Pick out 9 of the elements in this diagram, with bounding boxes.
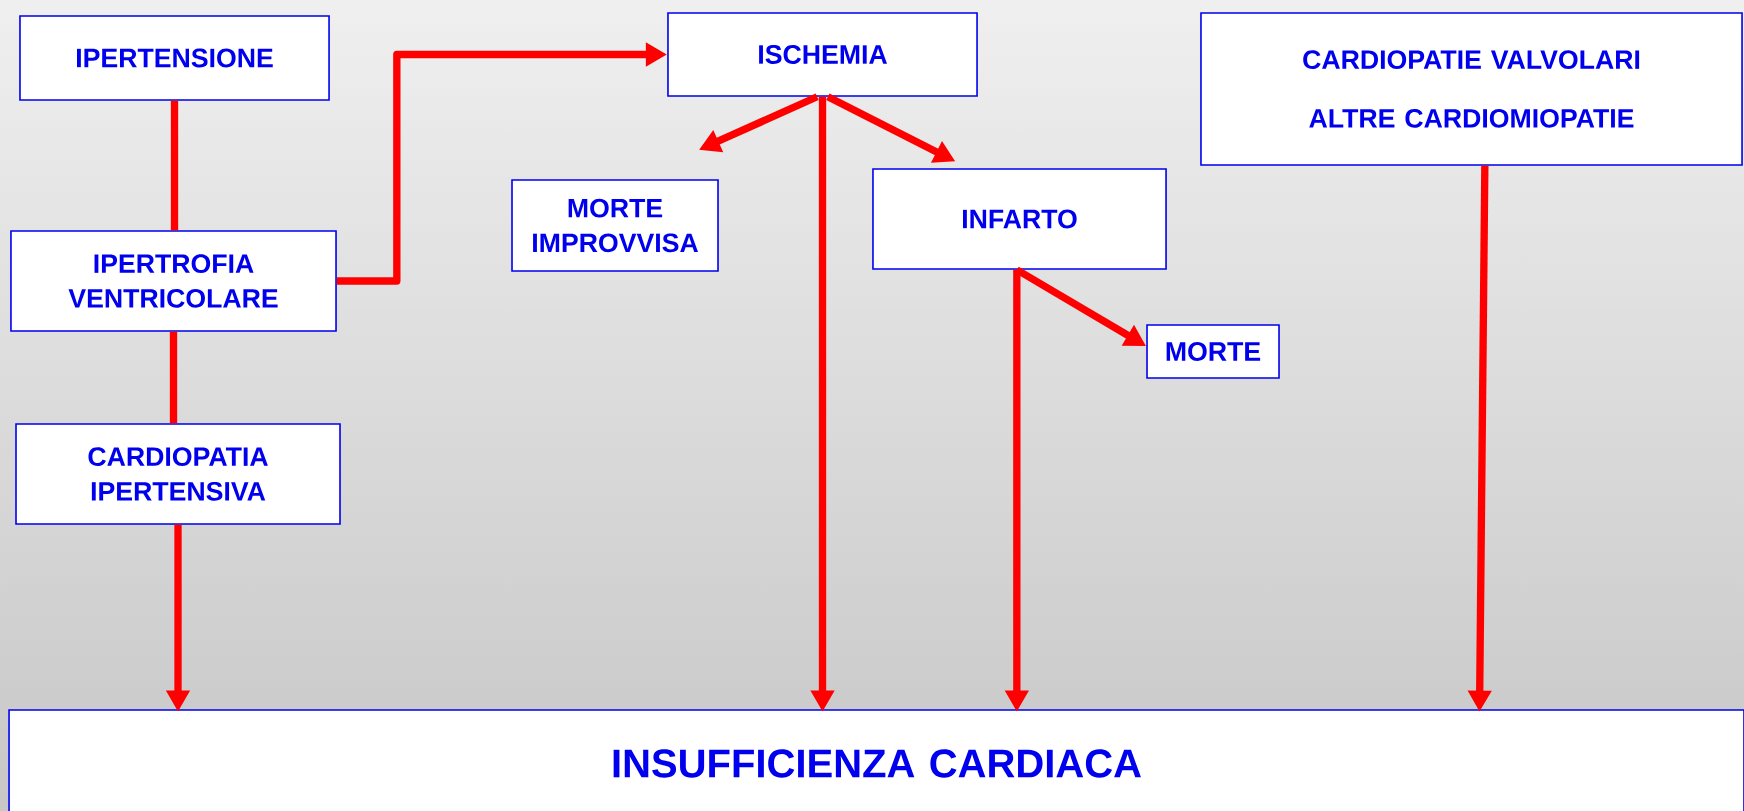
process-box: CARDIOPATIA IPERTENSIVA xyxy=(15,423,341,525)
process-box: IPERTENSIONE xyxy=(19,15,330,101)
process-box: CARDIOPATIE VALVOLARI ALTRE CARDIOMIOPATIE xyxy=(1200,12,1743,166)
process-box: ISCHEMIA xyxy=(667,12,978,97)
process-box: IPERTROFIA VENTRICOLARE xyxy=(10,230,337,332)
process-box: MORTE IMPROVVISA xyxy=(511,179,719,272)
process-box: INFARTO xyxy=(872,168,1167,270)
title-band: INSUFFICIENZA CARDIACA xyxy=(8,709,1744,811)
process-box: MORTE xyxy=(1146,324,1280,379)
